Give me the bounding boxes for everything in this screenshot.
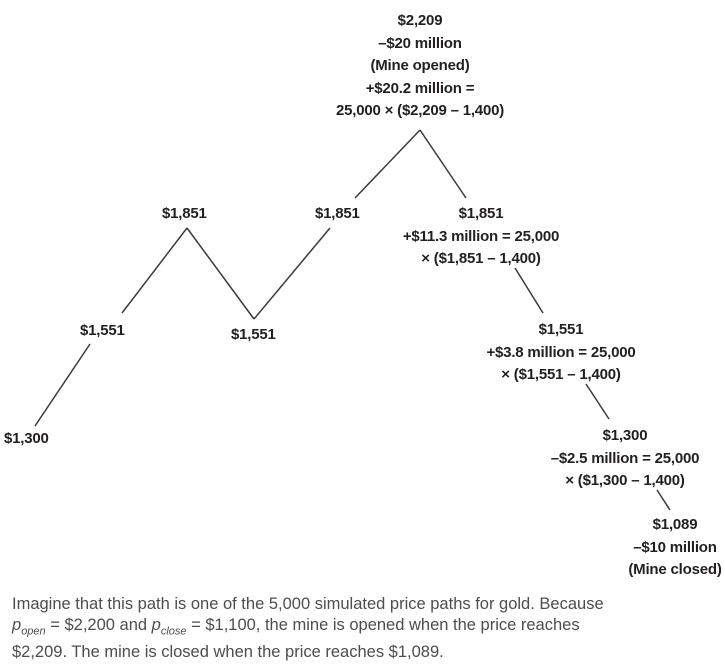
node-label: $1,089	[652, 516, 698, 533]
node-price-1551-second: $1,551	[231, 324, 276, 347]
caption-line-3: $2,209. The mine is closed when the pric…	[12, 643, 444, 662]
p-open-symbol: p	[12, 616, 22, 634]
figure-caption: Imagine that this path is one of the 5,0…	[12, 594, 717, 663]
node-price-1851-second: $1,851	[315, 203, 360, 226]
node-label: $1,551	[231, 326, 276, 343]
node-cashflow: –$2.5 million = 25,000	[550, 449, 700, 467]
p-close-symbol: p	[151, 616, 161, 634]
node-formula: × ($1,300 – 1,400)	[565, 472, 685, 489]
node-label: $1,551	[538, 321, 584, 338]
p-open-subscript: open	[21, 625, 46, 638]
edge-2209-1851	[419, 129, 467, 199]
node-cashflow: +$3.8 million = 25,000	[486, 343, 636, 361]
edge-1300-1089	[656, 489, 671, 511]
caption-line-2a: = $2,200 and	[45, 616, 152, 634]
node-price-1551-third: $1,551 +$3.8 million = 25,000 × ($1,551 …	[476, 319, 646, 387]
node-label: $1,551	[80, 322, 125, 339]
edge-1551-1300	[585, 383, 610, 420]
node-label: $1,851	[162, 205, 207, 222]
node-price-1300-third: $1,300 –$2.5 million = 25,000 × ($1,300 …	[540, 425, 710, 493]
node-cashflow: +$11.3 million = 25,000	[402, 227, 560, 245]
edge-1300-1551	[34, 343, 91, 427]
caption-line-2b: = $1,100, the mine is opened when the pr…	[186, 616, 580, 634]
node-event: (Mine closed)	[628, 561, 722, 578]
node-label: $1,851	[315, 205, 360, 222]
caption-line-1: Imagine that this path is one of the 5,0…	[12, 595, 604, 613]
edge-1851-2209	[354, 129, 421, 199]
node-label: $2,209	[397, 12, 443, 29]
edge-1551-1851b	[253, 227, 331, 320]
node-formula: × ($1,851 – 1,400)	[421, 250, 541, 267]
node-price-1300-start: $1,300	[4, 428, 49, 451]
node-price-1089-mine-closed: $1,089 –$10 million (Mine closed)	[625, 514, 725, 582]
node-price-1851-first: $1,851	[162, 203, 207, 226]
node-formula: × ($1,551 – 1,400)	[501, 366, 621, 383]
node-event: (Mine opened)	[370, 57, 470, 74]
edge-1851-1551c	[514, 267, 544, 314]
node-price-1851-third: $1,851 +$11.3 million = 25,000 × ($1,851…	[396, 203, 566, 271]
node-label: $1,300	[602, 427, 648, 444]
node-label: $1,300	[4, 430, 49, 447]
edge-1551-1851	[121, 227, 188, 314]
node-formula: 25,000 × ($2,209 – 1,400)	[335, 102, 505, 119]
node-price-2209-mine-opened: $2,209 –$20 million (Mine opened) +$20.2…	[320, 10, 520, 123]
node-cashflow: +$20.2 million =	[365, 79, 475, 97]
p-close-subscript: close	[160, 625, 187, 638]
node-price-1551-first: $1,551	[80, 320, 125, 343]
node-cashflow: –$20 million	[378, 34, 462, 52]
node-cashflow: –$10 million	[633, 538, 717, 556]
edge-1851-1551	[186, 227, 255, 320]
node-label: $1,851	[458, 205, 504, 222]
